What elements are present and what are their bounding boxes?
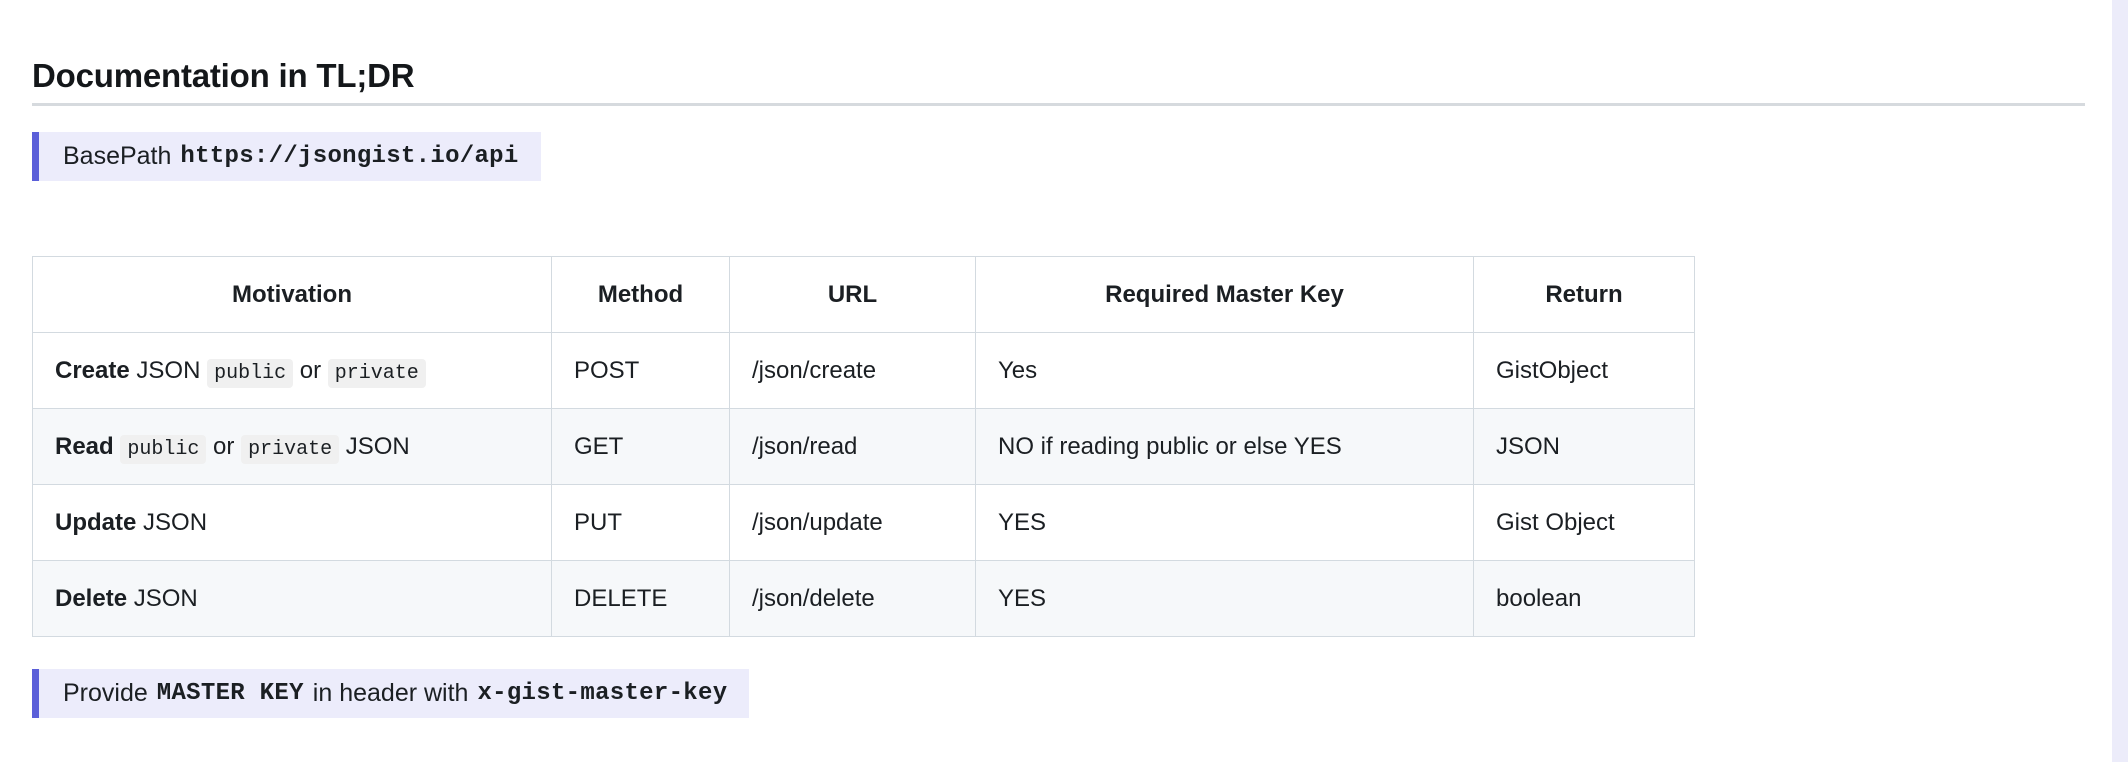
cell-return: GistObject	[1473, 332, 1695, 409]
motivation-conjunction: or	[299, 356, 322, 384]
cell-motivation: Update JSON	[32, 484, 552, 561]
column-header-url: URL	[729, 256, 976, 333]
table-row: Create JSON public or private POST /json…	[32, 332, 1695, 409]
cell-return: Gist Object	[1473, 484, 1695, 561]
motivation-verb: Read	[55, 432, 114, 460]
cell-return: boolean	[1473, 560, 1695, 637]
masterkey-prefix: Provide	[63, 679, 148, 707]
motivation-code-private: private	[241, 434, 340, 464]
masterkey-callout: Provide MASTER KEY in header with x-gist…	[32, 669, 750, 718]
motivation-code-public: public	[120, 434, 207, 464]
cell-method: POST	[551, 332, 730, 409]
cell-master-key: NO if reading public or else YES	[975, 408, 1474, 485]
basepath-value: https://jsongist.io/api	[180, 143, 519, 170]
cell-method: PUT	[551, 484, 730, 561]
masterkey-key-name: MASTER KEY	[156, 680, 304, 707]
title-divider	[32, 103, 2085, 106]
column-header-required-master-key: Required Master Key	[975, 256, 1474, 333]
basepath-label: BasePath	[63, 142, 172, 170]
column-header-return: Return	[1473, 256, 1695, 333]
motivation-text-after-verb: JSON	[136, 356, 201, 384]
column-header-motivation: Motivation	[32, 256, 552, 333]
page-title: Documentation in TL;DR	[32, 57, 415, 95]
motivation-verb: Update	[55, 508, 137, 536]
page-right-edge	[2112, 0, 2128, 762]
cell-url: /json/delete	[729, 560, 976, 637]
motivation-code-public: public	[207, 358, 294, 388]
table-row: Update JSON PUT /json/update YES Gist Ob…	[32, 484, 1695, 561]
masterkey-header-name: x-gist-master-key	[477, 680, 728, 707]
motivation-code-private: private	[327, 358, 426, 388]
cell-master-key: YES	[975, 484, 1474, 561]
cell-method: DELETE	[551, 560, 730, 637]
column-header-method: Method	[551, 256, 730, 333]
table-header-row: Motivation Method URL Required Master Ke…	[32, 256, 1695, 333]
cell-url: /json/read	[729, 408, 976, 485]
cell-method: GET	[551, 408, 730, 485]
api-endpoints-table: Motivation Method URL Required Master Ke…	[32, 256, 1695, 637]
motivation-text-after-verb: JSON	[143, 508, 208, 536]
cell-motivation: Delete JSON	[32, 560, 552, 637]
table-row: Delete JSON DELETE /json/delete YES bool…	[32, 560, 1695, 637]
motivation-text-end: JSON	[345, 432, 410, 460]
cell-master-key: Yes	[975, 332, 1474, 409]
cell-url: /json/update	[729, 484, 976, 561]
cell-url: /json/create	[729, 332, 976, 409]
motivation-verb: Create	[55, 356, 130, 384]
motivation-verb: Delete	[55, 584, 128, 612]
cell-motivation: Create JSON public or private	[32, 332, 552, 409]
table-row: Read public or private JSON GET /json/re…	[32, 408, 1695, 485]
cell-master-key: YES	[975, 560, 1474, 637]
masterkey-middle-text: in header with	[312, 679, 469, 707]
cell-motivation: Read public or private JSON	[32, 408, 552, 485]
basepath-callout: BasePath https://jsongist.io/api	[32, 132, 541, 181]
motivation-conjunction: or	[213, 432, 235, 460]
motivation-text-after-verb: JSON	[133, 584, 198, 612]
cell-return: JSON	[1473, 408, 1695, 485]
